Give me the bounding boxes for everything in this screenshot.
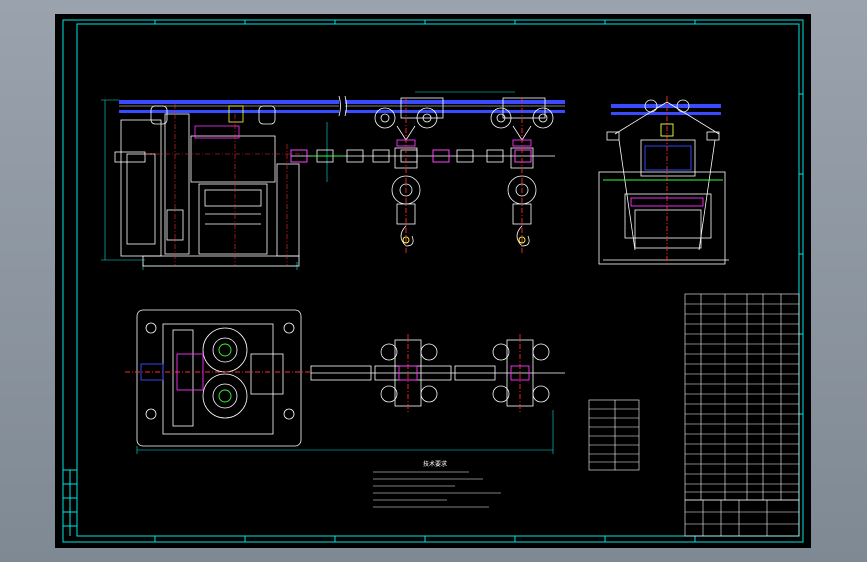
trolley-2-accents (512, 98, 532, 254)
front-elevation-view (101, 91, 565, 270)
drawbar-highlights (290, 149, 532, 163)
plan-dimension (136, 410, 554, 454)
plan-view (125, 309, 565, 454)
trolley-1 (374, 97, 444, 247)
side-frame (598, 99, 729, 265)
trolley-1-accents (396, 98, 416, 254)
plan-trolley-2 (492, 339, 550, 407)
title-block (684, 499, 800, 537)
plan-drive-accents (125, 343, 311, 403)
drawing-canvas: 技术要求 (62, 19, 804, 543)
parameter-table (588, 399, 640, 471)
side-accents (603, 96, 723, 266)
tech-requirements-heading: 技术要求 (423, 460, 447, 468)
plan-drawbar (310, 365, 565, 381)
plan-trolley-1 (380, 339, 438, 407)
drive-unit (114, 105, 300, 267)
tech-requirements-block: 技术要求 (373, 460, 501, 508)
plan-trolley-accents (398, 334, 530, 412)
sheet-frame (62, 19, 804, 543)
side-rail (611, 104, 721, 115)
zone-marks (154, 20, 803, 542)
overhead-rail (119, 94, 565, 118)
plan-drive-unit (136, 309, 302, 447)
side-elevation-view (598, 96, 729, 266)
drawing-sheet: 技术要求 (55, 14, 811, 548)
drive-unit-centerlines (145, 104, 305, 266)
dimension-lines (101, 91, 515, 270)
tech-requirements-lines (373, 471, 501, 508)
parts-list (684, 293, 800, 501)
